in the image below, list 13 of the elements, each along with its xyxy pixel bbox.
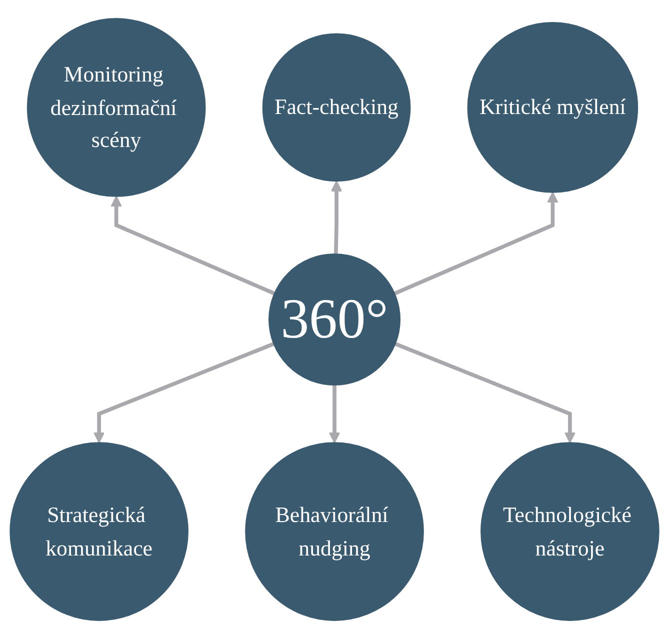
node-circle: Fact-checking [262, 33, 411, 182]
arrow [110, 196, 276, 296]
node-circle: 360° [268, 254, 400, 386]
node-circle: Monitoring dezinformační scény [26, 18, 206, 197]
node-circle: Behaviorální nudging [245, 442, 424, 621]
node-circle: Strategická komunikace [10, 442, 188, 621]
arrow [394, 342, 576, 444]
node-circle: Kritické myšlení [467, 22, 638, 193]
node-circle: Technologické nástroje [480, 442, 660, 621]
arrow [93, 342, 275, 444]
arrow [328, 384, 340, 444]
arrow [394, 192, 558, 296]
arrow [330, 180, 342, 254]
